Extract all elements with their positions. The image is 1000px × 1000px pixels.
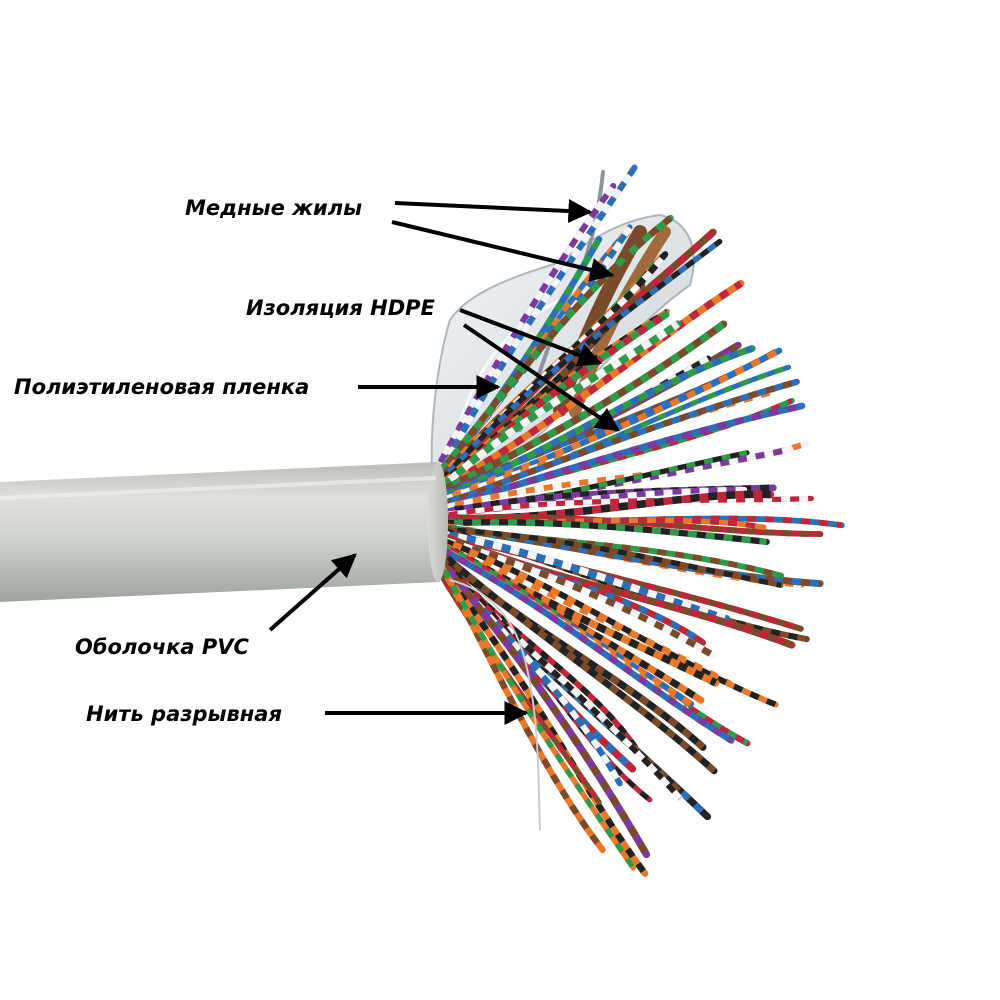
arrow-pvc <box>268 553 357 632</box>
wire-twist <box>441 546 734 744</box>
pvc-sheath <box>0 462 448 602</box>
wire-twist <box>439 402 803 511</box>
wire-twist <box>436 539 718 687</box>
wire-twist <box>439 531 794 649</box>
wire-twist <box>439 530 728 623</box>
wire-twist <box>443 527 808 643</box>
twisted-pair-bundle <box>431 164 845 877</box>
wire-twist <box>435 519 767 545</box>
callout-arrows <box>268 199 620 725</box>
arrow-hdpe-1 <box>459 308 603 367</box>
arrow-hdpe-2 <box>462 323 620 432</box>
wire-twist <box>441 568 636 870</box>
label-copper-wires: Медные жилы <box>185 196 363 220</box>
wire-twist <box>439 490 771 523</box>
label-pvc-sheath: Оболочка PVC <box>75 635 249 659</box>
wire-strand <box>441 538 779 708</box>
arrow-copper-1 <box>394 199 593 223</box>
wire-twist <box>435 523 821 588</box>
arrow-copper-2 <box>391 220 615 282</box>
wire-twist <box>438 550 717 774</box>
ripcord-thread <box>449 579 541 831</box>
wire-twist <box>439 517 765 530</box>
wire-twist <box>436 280 743 494</box>
wire-twist <box>438 364 790 506</box>
wire-twist <box>434 321 680 495</box>
wire-twist <box>433 215 673 480</box>
label-ripcord: Нить разрывная <box>86 702 282 726</box>
wire-twist <box>440 561 650 857</box>
wire-twist <box>439 495 812 519</box>
wire-twist <box>436 534 715 659</box>
label-polyethylene-film: Полиэтиленовая пленка <box>14 375 310 399</box>
wire-twist <box>433 557 635 772</box>
wire-twist <box>434 239 722 488</box>
wire-twist <box>434 563 648 876</box>
wire-twist <box>442 378 798 508</box>
wire-twist <box>438 165 638 473</box>
wire-twist <box>434 321 726 497</box>
label-hdpe-insulation: Изоляция HDPE <box>246 296 435 320</box>
wire-twist <box>439 526 782 588</box>
wire-twist <box>436 345 754 503</box>
